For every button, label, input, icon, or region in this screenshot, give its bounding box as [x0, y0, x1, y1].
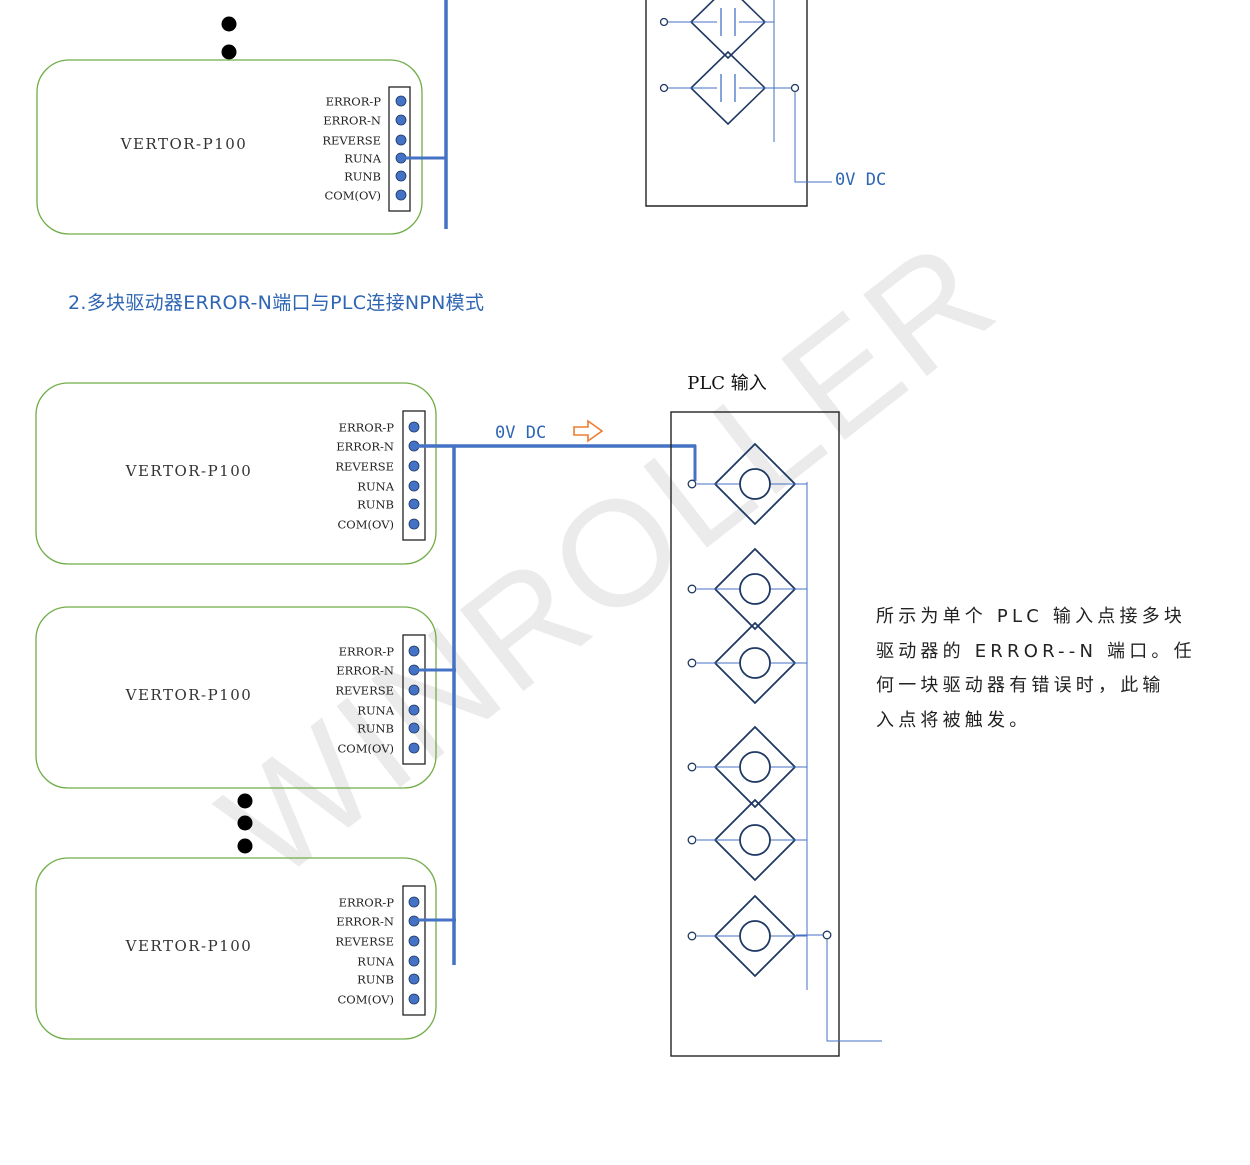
continuation-dot	[237, 815, 253, 831]
pin-terminal	[395, 114, 407, 126]
pin-terminal	[395, 134, 407, 146]
pin-label: RUNA	[357, 480, 394, 494]
pin-terminal	[408, 460, 420, 472]
plc-input-terminal	[687, 584, 697, 594]
pin-label: RUNB	[344, 170, 381, 184]
pin-label: REVERSE	[335, 460, 394, 474]
pin-terminal	[395, 170, 407, 182]
terminal-block	[402, 885, 426, 1016]
section2-diagram: VERTOR-P100ERROR-PERROR-NREVERSERUNARUNB…	[35, 373, 882, 1057]
relay-contact-symbol	[659, 0, 774, 60]
voltage-label: 0V DC	[495, 423, 546, 443]
pin-label: COM(OV)	[337, 742, 394, 756]
pin-terminal	[408, 955, 420, 967]
pin-terminal	[395, 189, 407, 201]
pin-label: REVERSE	[335, 684, 394, 698]
pin-terminal	[408, 973, 420, 985]
plc-input-symbol	[687, 442, 807, 526]
pin-terminal	[408, 518, 420, 530]
relay-contact-symbol	[659, 50, 774, 126]
driver-name: VERTOR-P100	[125, 686, 253, 704]
description-line: 何一块驱动器有错误时，此输	[876, 675, 1165, 696]
plc-input-terminal	[687, 835, 697, 845]
pin-label: ERROR-N	[336, 440, 394, 454]
plc-input-terminal	[687, 762, 697, 772]
plc-input-terminal	[687, 479, 697, 489]
pin-terminal	[408, 935, 420, 947]
driver-box: VERTOR-P100 ERROR-P ERROR-N REVERSE RUNA RUNB…	[35, 857, 437, 1040]
pin-label: RUNB	[357, 722, 394, 736]
pin-label: RUNB	[357, 973, 394, 987]
driver-name: VERTOR-P100	[125, 462, 253, 480]
continuation-dot	[237, 793, 253, 809]
terminal-block	[402, 410, 426, 541]
pin-label: ERROR-P	[339, 421, 395, 435]
description-line: 驱动器的 ERROR--N 端口。任	[876, 640, 1196, 662]
pin-label: ERROR-N	[336, 915, 394, 929]
pin-label: ERROR-P	[326, 95, 382, 109]
pin-label: RUNA	[344, 152, 381, 166]
pin-terminal	[408, 421, 420, 433]
plc-input-symbol	[687, 547, 807, 631]
top-section: VERTOR-P100 ERROR-P ERROR-N REVERSE RUNA RUN…	[36, 0, 886, 235]
section-title: 2.多块驱动器ERROR-N端口与PLC连接NPN模式	[68, 292, 485, 314]
arrow-right-icon	[573, 419, 604, 443]
pin-terminal	[408, 645, 420, 657]
driver-box: VERTOR-P100 ERROR-P ERROR-N REVERSE RUNA RUNB…	[35, 606, 437, 789]
continuation-dot	[237, 838, 253, 854]
plc-box-top	[645, 0, 832, 207]
pin-label: RUNA	[357, 955, 394, 969]
description-text: 所示为单个 PLC 输入点接多块 驱动器的 ERROR--N 端口。任 何一块驱…	[876, 600, 1211, 738]
pin-terminal	[408, 480, 420, 492]
plc-input-terminal	[687, 658, 697, 668]
terminal-block	[402, 634, 426, 765]
pin-terminal	[408, 722, 420, 734]
plc-input-terminal	[687, 931, 697, 941]
continuation-dot	[221, 44, 237, 60]
pin-label: COM(OV)	[337, 518, 394, 532]
terminal-block	[388, 86, 411, 212]
pin-label: COM(OV)	[337, 993, 394, 1007]
pin-terminal	[408, 684, 420, 696]
pin-label: ERROR-P	[339, 645, 395, 659]
pin-terminal	[408, 498, 420, 510]
pin-label: ERROR-N	[336, 664, 394, 678]
pin-terminal	[408, 704, 420, 716]
ground-label: 0V DC	[835, 170, 886, 190]
pin-label: ERROR-N	[323, 114, 381, 128]
pin-terminal	[395, 95, 407, 107]
description-line: 入点将被触发。	[876, 709, 1032, 731]
plc-input-symbol	[687, 894, 807, 978]
plc-input-symbol	[687, 621, 807, 705]
pin-label: RUNB	[357, 498, 394, 512]
pin-terminal	[408, 742, 420, 754]
continuation-dot	[221, 16, 237, 32]
plc-box	[670, 411, 840, 1057]
pin-label: RUNA	[357, 704, 394, 718]
description-line: 所示为单个 PLC 输入点接多块	[876, 606, 1187, 627]
plc-input-symbol	[687, 725, 807, 809]
plc-label: PLC 输入	[687, 373, 767, 394]
driver-name: VERTOR-P100	[120, 135, 248, 153]
driver-box-top: VERTOR-P100 ERROR-P ERROR-N REVERSE RUNA RUN…	[36, 59, 423, 235]
pin-label: REVERSE	[322, 134, 381, 148]
driver-box: VERTOR-P100 ERROR-P ERROR-N REVERSE RUNA RUNB…	[35, 382, 437, 565]
ground-wire	[826, 939, 882, 1042]
plc-common-terminal	[790, 83, 800, 93]
plc-common-terminal	[822, 930, 832, 940]
pin-label: COM(OV)	[324, 189, 381, 203]
driver-name: VERTOR-P100	[125, 937, 253, 955]
plc-input-symbol	[687, 798, 807, 882]
pin-terminal	[408, 896, 420, 908]
pin-label: REVERSE	[335, 935, 394, 949]
pin-terminal	[408, 993, 420, 1005]
pin-label: ERROR-P	[339, 896, 395, 910]
